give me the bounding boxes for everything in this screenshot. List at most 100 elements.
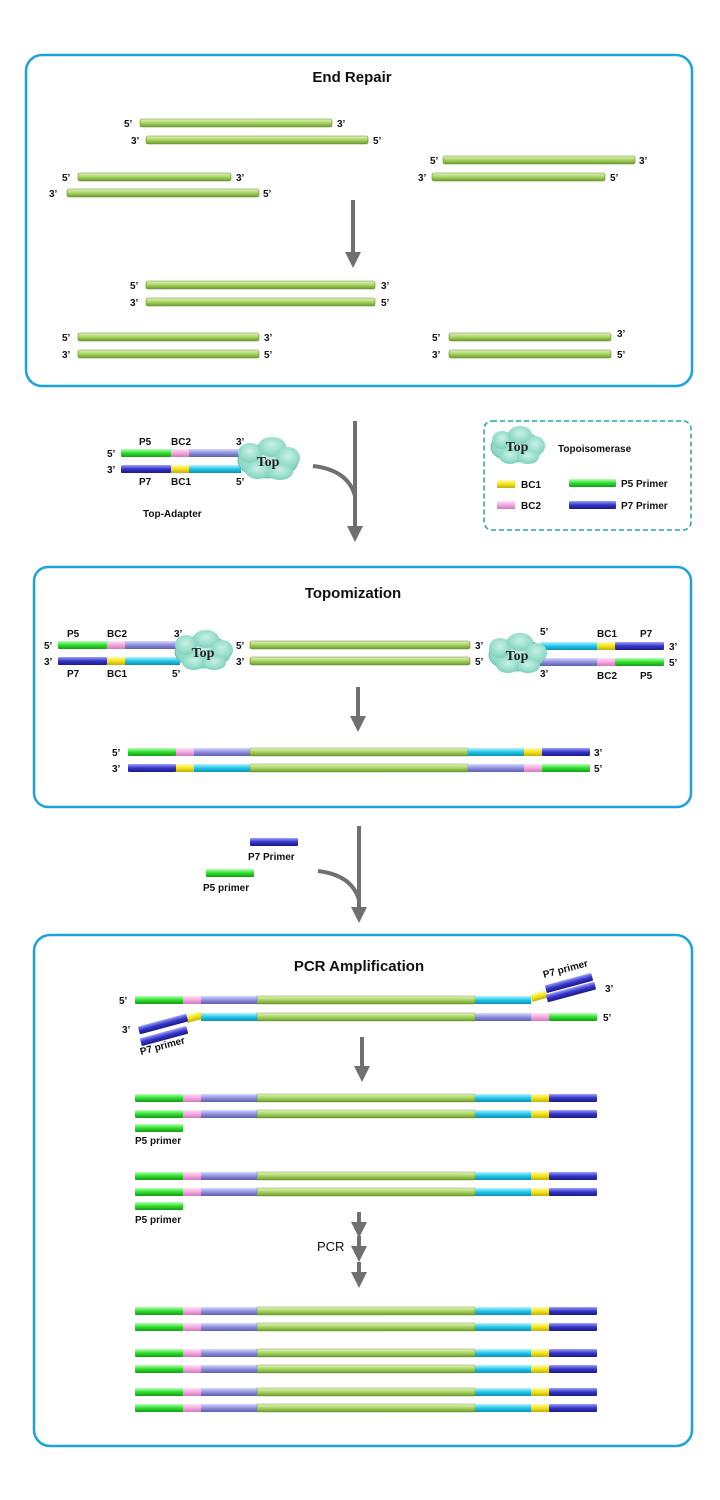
bc2-segment xyxy=(183,1323,201,1331)
bc2-segment xyxy=(183,1110,201,1118)
pcr-product xyxy=(135,1306,597,1332)
bc2-label: BC2 xyxy=(107,629,127,640)
insert-segment xyxy=(256,1187,476,1197)
five-prime-label: 5’ xyxy=(432,333,441,344)
three-prime-label: 3’ xyxy=(639,156,648,167)
p7-segment xyxy=(121,465,171,473)
five-prime-label: 5’ xyxy=(62,173,71,184)
p5-segment xyxy=(135,1110,183,1118)
bc1-segment xyxy=(185,1011,203,1023)
topoisomerase-cloud-icon: Top xyxy=(174,630,233,670)
p5-primer-strand xyxy=(206,869,254,877)
dna-strand xyxy=(442,155,636,165)
adapter-segment xyxy=(468,764,524,772)
adapter-segment xyxy=(201,1094,257,1102)
dna-strand xyxy=(448,349,612,359)
bc1-segment xyxy=(171,465,189,473)
enzyme-label: Top xyxy=(506,649,529,664)
dna-strand xyxy=(77,172,232,182)
p5-segment xyxy=(135,1349,183,1357)
pcr-cycle-arrows: PCR xyxy=(317,1212,367,1288)
adapter-segment xyxy=(475,1110,531,1118)
adapter-segment xyxy=(201,1323,257,1331)
five-prime-label: 5’ xyxy=(540,627,549,638)
adapter-segment xyxy=(475,1388,531,1396)
three-prime-label: 3’ xyxy=(594,748,603,759)
end-repair-fragments xyxy=(66,118,636,198)
insert-segment xyxy=(256,1364,476,1374)
legend-p7-swatch xyxy=(569,501,616,509)
five-prime-label: 5’ xyxy=(603,1013,612,1024)
p5-segment xyxy=(135,1307,183,1315)
three-prime-label: 3’ xyxy=(605,984,614,995)
three-prime-label: 3’ xyxy=(49,189,58,200)
bc1-segment xyxy=(531,1349,549,1357)
enzyme-label: Top xyxy=(192,646,215,661)
three-prime-label: 3’ xyxy=(418,173,427,184)
pcr-product xyxy=(135,1171,597,1197)
legend-bc2-label: BC2 xyxy=(521,501,541,512)
insert-segment xyxy=(256,1387,476,1397)
five-prime-label: 5’ xyxy=(381,298,390,309)
three-prime-label: 3’ xyxy=(381,281,390,292)
pcr-label: PCR xyxy=(317,1239,344,1254)
five-prime-label: 5’ xyxy=(669,658,678,669)
p5-segment xyxy=(121,449,171,457)
three-prime-label: 3’ xyxy=(130,298,139,309)
dna-strand xyxy=(66,188,260,198)
topomization-title: Topomization xyxy=(305,585,401,602)
pcr-amplification-frame xyxy=(32,933,694,1448)
p7-primer-strand xyxy=(546,981,596,1003)
insert-fragment: 5’ 3’ 3’ 5’ xyxy=(236,640,484,668)
bc2-segment xyxy=(183,1188,201,1196)
three-prime-label: 3’ xyxy=(617,329,626,340)
five-prime-label: 5’ xyxy=(44,641,53,652)
p7-segment xyxy=(549,1094,597,1102)
ligated-construct xyxy=(128,747,590,773)
bc1-segment xyxy=(531,1307,549,1315)
p5-primer-label: P5 primer xyxy=(203,883,249,894)
five-prime-label: 5’ xyxy=(130,281,139,292)
bc1-label: BC1 xyxy=(597,629,617,640)
insert-segment xyxy=(256,1109,476,1119)
p7-segment xyxy=(549,1110,597,1118)
legend-frame xyxy=(483,420,692,531)
five-prime-label: 5’ xyxy=(373,136,382,147)
p5-label: P5 xyxy=(139,437,152,448)
adapter-segment xyxy=(201,1110,257,1118)
three-prime-label: 3’ xyxy=(337,119,346,130)
p5-primer-label: P5 primer xyxy=(135,1136,181,1147)
three-prime-label: 3’ xyxy=(540,669,549,680)
five-prime-label: 5’ xyxy=(107,449,116,460)
p5-primer-strand xyxy=(135,1124,183,1132)
bc1-segment xyxy=(176,764,194,772)
left-adapter: Top P5 BC2 3’ 5’ 3’ P7 BC1 5’ xyxy=(44,629,233,680)
adapter-segment xyxy=(194,748,250,756)
five-prime-label: 5’ xyxy=(119,996,128,1007)
pcr-amplification-title: PCR Amplification xyxy=(294,958,424,975)
ligated-end-labels: 5’ 3’ 3’ 5’ xyxy=(112,748,603,775)
p5-segment xyxy=(135,1172,183,1180)
topoisomerase-cloud-icon: Top xyxy=(237,437,300,480)
p5-primer-label: P5 primer xyxy=(135,1215,181,1226)
three-prime-label: 3’ xyxy=(131,136,140,147)
p7-segment xyxy=(549,1307,597,1315)
insert-segment xyxy=(256,1093,476,1103)
bc2-segment xyxy=(176,748,194,756)
three-prime-label: 3’ xyxy=(264,333,273,344)
adapter-segment xyxy=(475,1323,531,1331)
five-prime-label: 5’ xyxy=(264,350,273,361)
bc1-segment xyxy=(531,1172,549,1180)
bc1-segment xyxy=(531,1388,549,1396)
p5-label: P5 xyxy=(67,629,80,640)
bc1-segment xyxy=(531,1323,549,1331)
enzyme-label: Top xyxy=(257,455,280,470)
insert-segment xyxy=(256,1306,476,1316)
legend-bc1-swatch xyxy=(497,480,515,488)
bc2-segment xyxy=(171,449,189,457)
adapter-segment xyxy=(475,1404,531,1412)
p7-segment xyxy=(549,1365,597,1373)
p5-segment xyxy=(542,764,590,772)
p7-primer-strand xyxy=(138,1013,188,1035)
five-prime-label: 5’ xyxy=(263,189,272,200)
